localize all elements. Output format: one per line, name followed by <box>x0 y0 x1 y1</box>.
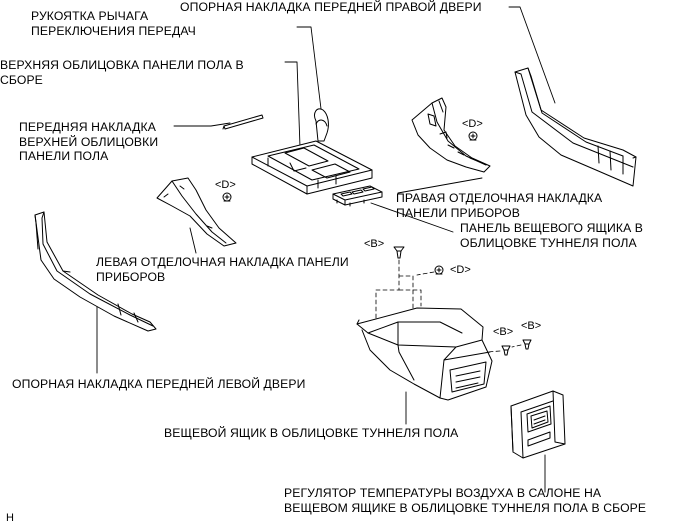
label-front-left-door-scuff: ОПОРНАЯ НАКЛАДКА ПЕРЕДНЕЙ ЛЕВОЙ ДВЕРИ <box>12 377 306 391</box>
code-b-console-2: <B> <box>521 320 542 332</box>
code-b-top: <B> <box>364 238 385 250</box>
screw-d-right-panel <box>468 131 478 141</box>
code-d-console: <D> <box>450 264 471 276</box>
left-instrument-side-finish <box>156 177 237 247</box>
clip-b-top <box>393 246 405 259</box>
label-front-upper-console-garnish: ПЕРЕДНЯЯ НАКЛАДКА ВЕРХНЕЙ ОБЛИЦОВКИ ПАНЕ… <box>19 120 159 164</box>
console-box <box>356 307 493 401</box>
label-console-box-panel: ПАНЕЛЬ ВЕЩЕВОГО ЯЩИКА В ОБЛИЦОВКЕ ТУННЕЛ… <box>460 221 644 250</box>
upper-console-panel <box>251 140 373 195</box>
label-gear-knob: РУКОЯТКА РЫЧАГА ПЕРЕКЛЮЧЕНИЯ ПЕРЕДАЧ <box>31 9 196 38</box>
code-d-right-panel: <D> <box>462 118 483 130</box>
label-front-right-door-scuff: ОПОРНАЯ НАКЛАДКА ПЕРЕДНЕЙ ПРАВОЙ ДВЕРИ <box>180 0 482 14</box>
label-right-instrument-side-finish: ПРАВАЯ ОТДЕЛОЧНАЯ НАКЛАДКА ПАНЕЛИ ПРИБОР… <box>396 191 603 220</box>
code-d-left-panel: <D> <box>215 179 236 191</box>
label-rear-air-temp-control: РЕГУЛЯТОР ТЕМПЕРАТУРЫ ВОЗДУХА В САЛОНЕ Н… <box>284 486 647 515</box>
screw-d-console <box>434 265 444 275</box>
code-b-console-1: <B> <box>493 326 514 338</box>
label-upper-console-panel: ВЕРХНЯЯ ОБЛИЦОВКА ПАНЕЛИ ПОЛА В СБОРЕ <box>0 58 244 87</box>
console-box-panel <box>332 185 383 207</box>
right-instrument-side-finish <box>411 97 491 173</box>
clip-b-console-2 <box>522 339 532 350</box>
front-left-door-scuff-plate <box>34 211 157 332</box>
label-console-box: ВЕЩЕВОЙ ЯЩИК В ОБЛИЦОВКЕ ТУННЕЛЯ ПОЛА <box>164 426 459 440</box>
screw-d-left-panel <box>222 192 232 202</box>
clip-b-console-1 <box>501 345 511 356</box>
front-right-door-scuff-plate <box>514 67 637 187</box>
front-upper-console-garnish-strip <box>222 114 264 130</box>
fasteners <box>222 131 532 356</box>
rear-air-temperature-control-panel <box>510 390 566 459</box>
label-left-instrument-side-finish: ЛЕВАЯ ОТДЕЛОЧНАЯ НАКЛАДКА ПАНЕЛИ ПРИБОРО… <box>96 255 349 284</box>
corner-mark: H <box>6 512 14 524</box>
leader-lines <box>96 6 556 493</box>
gear-shift-knob <box>314 108 329 142</box>
